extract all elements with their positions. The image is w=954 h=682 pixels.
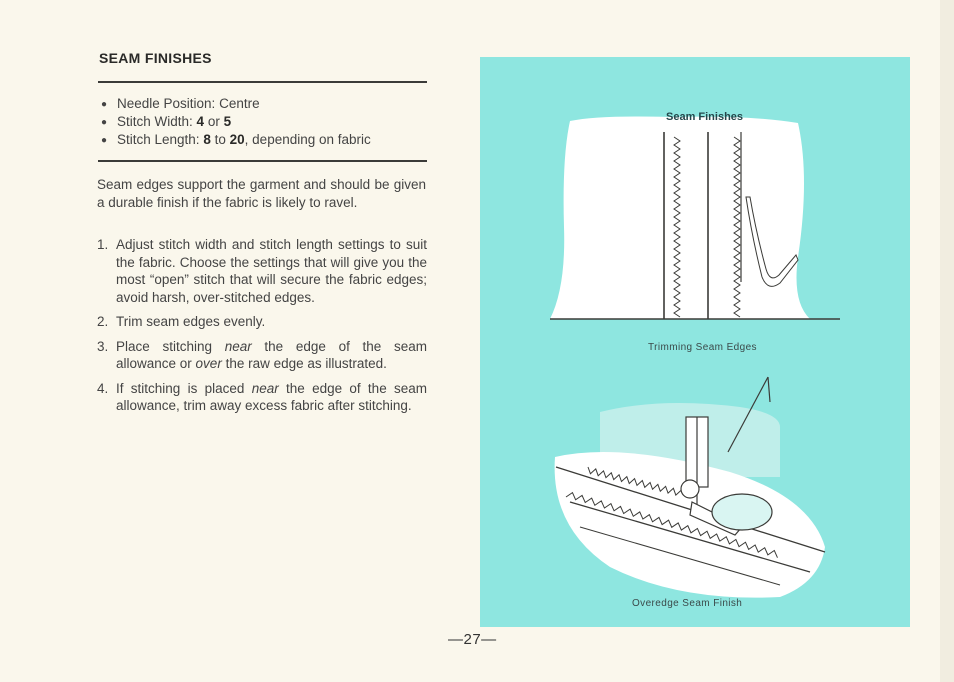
bullet-icon: ● [101, 99, 108, 110]
top-rule [98, 81, 427, 83]
caption-trimming: Trimming Seam Edges [648, 342, 757, 353]
machine-settings-list: ●Needle Position: Centre ●Stitch Width: … [101, 95, 371, 149]
bullet-icon: ● [101, 135, 108, 146]
zigzag-stitch-left [673, 136, 681, 318]
setting-needle-position: ●Needle Position: Centre [101, 96, 260, 111]
presser-foot [680, 416, 773, 536]
zigzag-stitch-right [733, 136, 741, 318]
instruction-steps: 1.Adjust stitch width and stitch length … [97, 236, 427, 422]
caption-overedge: Overedge Seam Finish [632, 598, 743, 609]
illustration-panel: Seam Finishes Trimming Seam Edges Overed… [480, 57, 910, 627]
intro-paragraph: Seam edges support the garment and shoul… [97, 177, 426, 210]
overedge-stitch-top [587, 466, 682, 496]
bullet-icon: ● [101, 117, 108, 128]
trimmed-strip [745, 196, 799, 287]
page-heading: SEAM FINISHES [99, 50, 212, 66]
overedge-stitch-bottom [565, 491, 778, 558]
page-number: —27— [448, 631, 497, 648]
step-item: 1.Adjust stitch width and stitch length … [97, 237, 427, 305]
bottom-rule [98, 160, 427, 162]
step-item: 2.Trim seam edges evenly. [97, 314, 266, 329]
seam-illustration [550, 116, 840, 598]
setting-stitch-length: ●Stitch Length: 8 to 20, depending on fa… [101, 132, 371, 147]
page-edge [940, 0, 954, 682]
setting-stitch-width: ●Stitch Width: 4 or 5 [101, 114, 232, 129]
figure-title: Seam Finishes [666, 111, 744, 123]
step-item: 3.Place stitching near the edge of the s… [97, 338, 428, 372]
step-item: 4.If stitching is placed near the edge o… [97, 380, 427, 414]
trimmed-seam-fabric [550, 116, 810, 319]
